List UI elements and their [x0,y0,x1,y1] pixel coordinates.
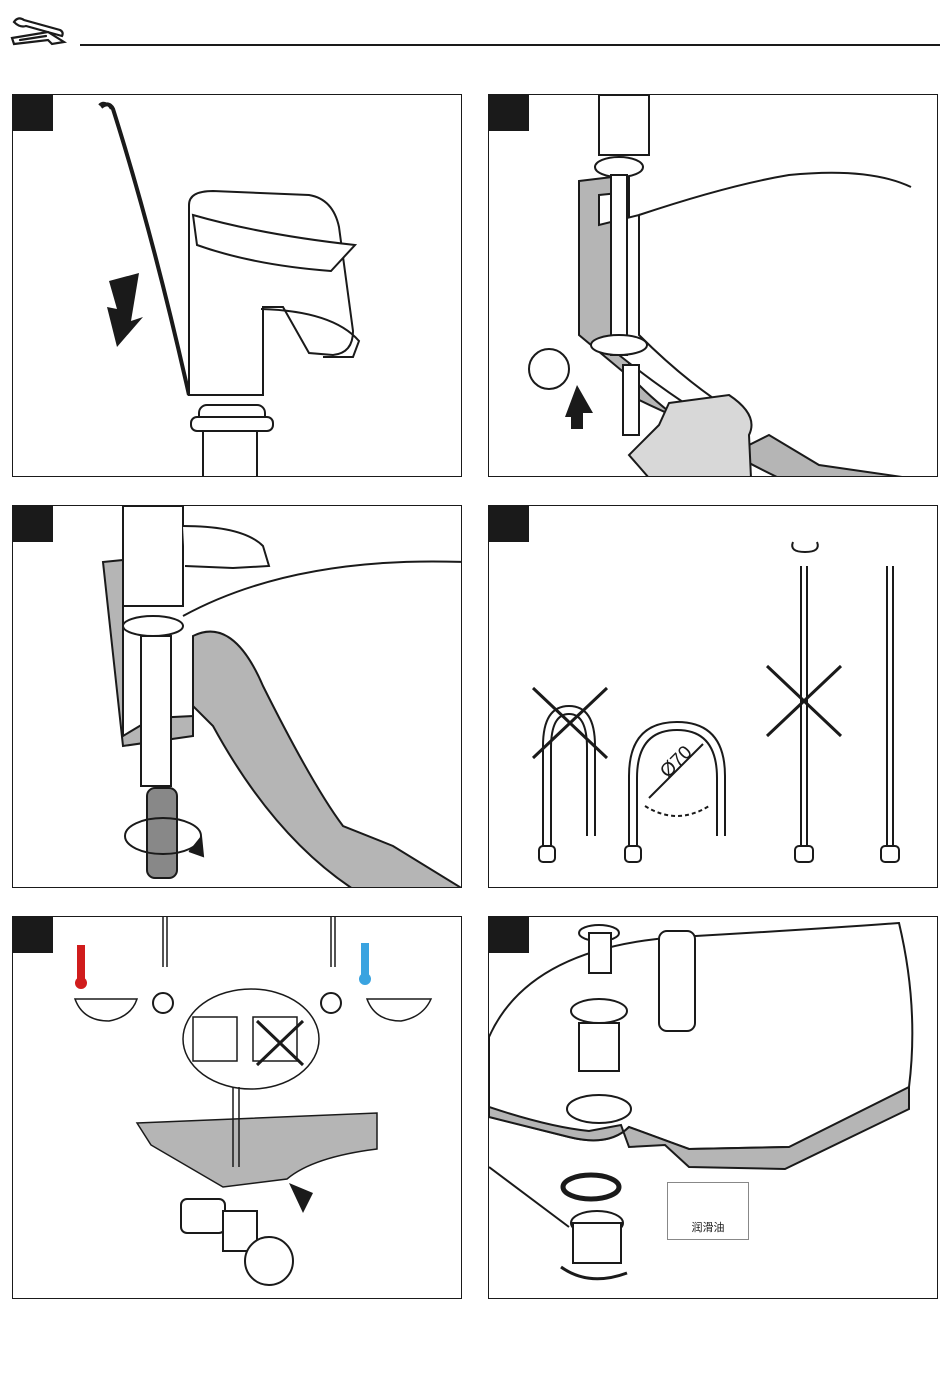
step-panel-3 [12,505,462,888]
step-panel-4: Ø70 [488,505,938,888]
hose-bending-illustration: Ø70 [489,506,938,888]
step-panel-6: 润滑油 [488,916,938,1299]
step-panel-1 [12,94,462,477]
bend-diameter-label: Ø70 [656,742,696,782]
hot-thermometer-icon [77,945,85,981]
step-panel-5 [12,916,462,1299]
drain-assembly-illustration [489,917,938,1299]
header-rule [80,44,940,46]
fixing-plate-illustration [489,95,938,477]
step-panel-2 [488,94,938,477]
hot-cold-connection-illustration [13,917,462,1299]
lubricant-label: 润滑油 [667,1182,749,1240]
cold-thermometer-icon [361,943,369,977]
screwdriver-illustration [13,506,462,888]
tools-icon [8,12,68,53]
faucet-removal-illustration [13,95,462,477]
